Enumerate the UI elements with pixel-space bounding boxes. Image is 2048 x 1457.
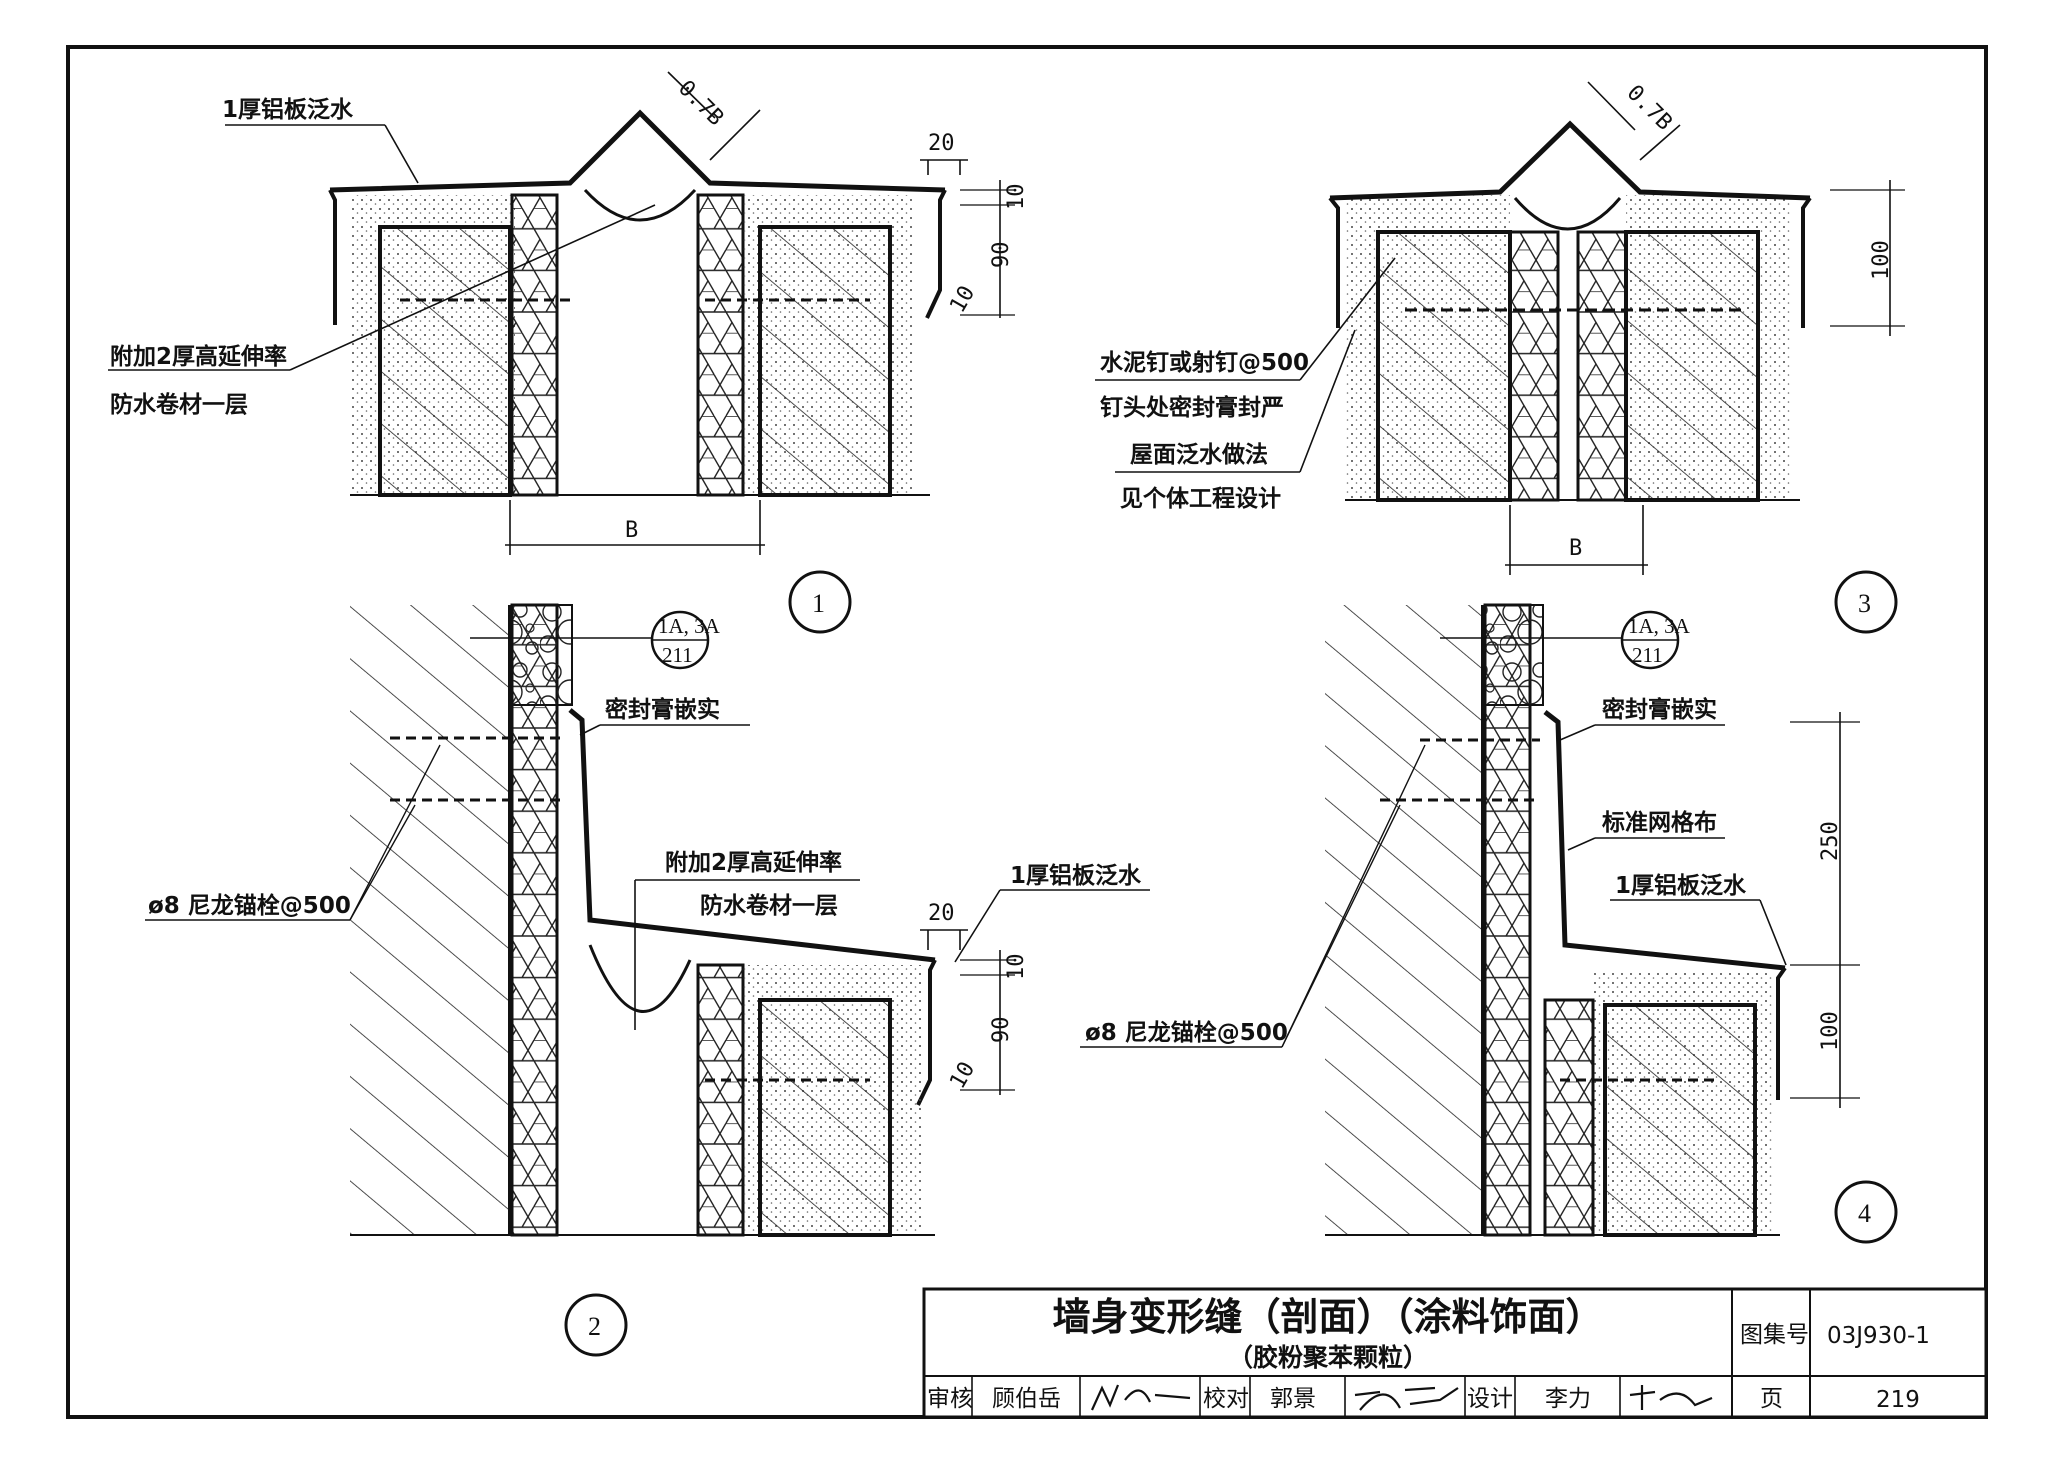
flashing-drip-edges [328,189,947,325]
label-nail-2: 钉头处密封膏封严 [1100,394,1284,421]
dim-10b: 10 [945,1058,980,1093]
dim-slope: 0.7B [673,76,728,131]
flashing-plate [1543,710,1786,971]
insulation-right [1576,230,1628,502]
page-label: 页 [1760,1386,1783,1412]
flashing-drip [916,959,937,1106]
review-label: 审核 [927,1386,973,1412]
aluminium-flashing [329,109,946,193]
atlas-number: 03J930-1 [1827,1323,1930,1349]
page-number: 219 [1876,1387,1920,1413]
main-wall [350,605,510,1235]
membrane-loop [1513,197,1622,231]
detail-number-circle [1834,1180,1898,1244]
designer-signature [1629,1385,1713,1410]
membrane-loop [583,188,697,222]
detail-number-circle [1834,570,1898,634]
label-nail-1: 水泥钉或射钉@500 [1100,349,1309,376]
sheet-title: 墙身变形缝（剖面）（涂料饰面） [1052,1295,1603,1339]
label-mesh: 标准网格布 [1602,809,1717,836]
label-membrane-2: 防水卷材一层 [700,892,838,919]
insulation-lower [696,963,745,1237]
detail-4: 1A, 3A 211 密封膏嵌实 标准网格布 1厚铝板泛水 ø8 尼龙锚栓@50… [1080,603,1898,1244]
label-membrane-2: 防水卷材一层 [110,391,248,418]
detail-2: 1A, 3A 211 密封膏嵌实 附加2厚高延伸率 防水卷材一层 ø8 尼龙锚栓… [145,603,1150,1357]
dim-100: 100 [1869,240,1894,280]
ref-bottom: 211 [662,643,693,667]
label-membrane-1: 附加2厚高延伸率 [110,343,287,370]
label-membrane-1: 附加2厚高延伸率 [665,849,842,876]
designer-name: 李力 [1545,1386,1591,1412]
ref-bottom: 211 [1632,643,1663,667]
dim-100: 100 [1818,1011,1843,1051]
ref-top: 1A, 3A [658,614,721,638]
reviewer-name: 顾伯岳 [992,1386,1061,1412]
flashing-plate [568,708,936,963]
detail-number: 2 [588,1312,601,1341]
wall-right [1624,230,1760,502]
dim-250: 250 [1818,821,1843,861]
label-flashing: 1厚铝板泛水 [1010,863,1142,889]
design-label: 设计 [1467,1386,1513,1412]
label-roof-1: 屋面泛水做法 [1130,441,1268,468]
detail-number-circle [788,570,852,634]
insulation-left [510,193,559,497]
dim-10b: 10 [945,282,980,317]
detail-number-circle [564,1293,628,1357]
filler-beads [1484,604,1544,706]
dim-lap: 20 [928,901,955,926]
label-flashing: 1厚铝板泛水 [222,97,354,123]
detail-number: 4 [1858,1199,1871,1228]
dim-10a: 10 [1004,954,1029,981]
dim-lap: 20 [928,131,955,156]
atlas-label: 图集号 [1740,1322,1809,1348]
ref-top: 1A, 3A [1628,614,1691,638]
filler-beads [511,604,573,706]
insulation-lower [1543,998,1595,1237]
wall-left [1376,230,1512,502]
dim-10a: 10 [1004,184,1029,211]
wall-left [378,225,512,497]
label-flashing: 1厚铝板泛水 [1615,873,1747,899]
insulation-left [1508,230,1560,502]
aluminium-flashing [1329,120,1811,201]
label-anchor: ø8 尼龙锚栓@500 [1085,1020,1288,1046]
dim-width: B [1569,536,1582,561]
main-wall [1325,605,1483,1235]
checker-signature [1354,1386,1459,1411]
label-sealant: 密封膏嵌实 [1602,696,1717,723]
dim-90: 90 [989,242,1014,269]
detail-1: 1厚铝板泛水 附加2厚高延伸率 防水卷材一层 0.7B 20 10 90 10 … [108,71,1029,634]
membrane-loop [588,944,692,1013]
sheet-subtitle: （胶粉聚苯颗粒） [1228,1343,1428,1372]
lower-wall [1603,1003,1757,1237]
label-anchor: ø8 尼龙锚栓@500 [148,893,351,919]
checker-name: 郭景 [1270,1386,1316,1412]
dim-width: B [625,518,638,543]
insulation [1483,603,1532,1237]
lower-wall [758,998,892,1237]
label-roof-2: 见个体工程设计 [1120,486,1281,512]
title-block: 墙身变形缝（剖面）（涂料饰面） （胶粉聚苯颗粒） 图集号 03J930-1 页 … [922,1287,1988,1419]
dim-slope: 0.7B [1622,80,1677,135]
insulation-right [696,193,745,497]
detail-3: 0.7B 100 水泥钉或射钉@500 钉头处密封膏封严 屋面泛水做法 见个体工… [1095,80,1905,634]
dim-90: 90 [989,1017,1014,1044]
detail-number: 3 [1858,589,1871,618]
reviewer-signature [1090,1384,1191,1411]
label-sealant: 密封膏嵌实 [605,696,720,723]
flashing-drip [1776,966,1787,1100]
wall-right [758,225,892,497]
check-label: 校对 [1203,1386,1249,1412]
detail-number: 1 [812,589,825,618]
